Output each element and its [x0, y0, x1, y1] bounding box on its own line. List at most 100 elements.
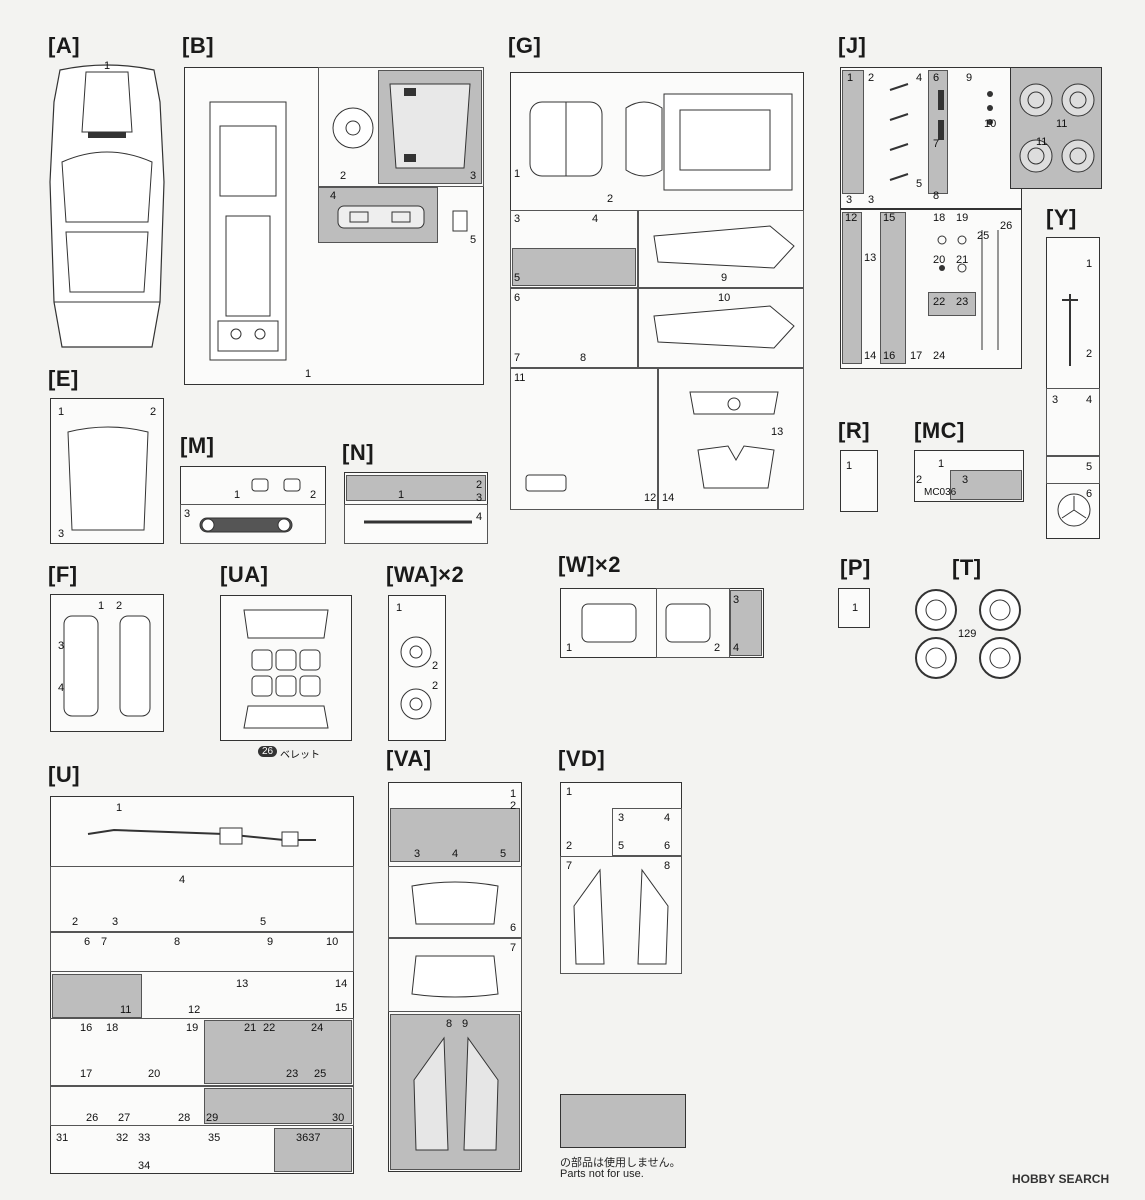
- group-label-n: [N]: [342, 440, 375, 465]
- part-number: 13: [771, 426, 784, 438]
- decal-sheet-code: MC036: [924, 487, 957, 498]
- part-number: 5: [500, 848, 507, 860]
- part-number: 7: [933, 138, 940, 150]
- part-number: 6: [664, 840, 671, 852]
- group-label-j: [J]: [838, 33, 867, 58]
- legend-text-en: Parts not for use.: [560, 1168, 644, 1180]
- part-number: 19: [186, 1022, 199, 1034]
- part-number: 4: [452, 848, 459, 860]
- part-number: 21: [244, 1022, 257, 1034]
- runner-va-unused: [390, 808, 520, 862]
- part-number: 2: [916, 474, 923, 486]
- runner-g-cell: [638, 210, 804, 288]
- watermark-logo: HOBBY SEARCH: [1012, 1172, 1110, 1186]
- legend-unused-swatch: [560, 1094, 686, 1148]
- runner-m-cell: [180, 504, 326, 544]
- runner-va-unused: [390, 1014, 520, 1170]
- runner-n-unused: [346, 475, 486, 501]
- part-number: 3: [58, 528, 65, 540]
- part-number: 1: [938, 458, 945, 470]
- part-number: 2: [476, 479, 483, 491]
- part-number: 1: [510, 788, 517, 800]
- part-number: 16: [80, 1022, 93, 1034]
- part-number: 1: [566, 642, 573, 654]
- group-label-vd: [VD]: [558, 746, 606, 771]
- part-number: 1: [396, 602, 403, 614]
- part-number: 5: [470, 234, 477, 246]
- part-g-dashboard: [689, 391, 779, 415]
- part-number: 18: [933, 212, 946, 224]
- part-m-grille: [199, 517, 293, 533]
- group-label-p: [P]: [840, 555, 871, 580]
- part-number: 8: [933, 190, 940, 202]
- group-label-w: [W]×2: [558, 552, 621, 577]
- part-number: 3: [58, 640, 65, 652]
- part-number: 12: [845, 212, 858, 224]
- runner-g-unused: [512, 248, 636, 286]
- part-number: 2: [72, 916, 79, 928]
- part-number: 2: [150, 406, 157, 418]
- part-number: 24: [933, 350, 946, 362]
- part-number: 16: [883, 350, 896, 362]
- part-number: 35: [208, 1132, 221, 1144]
- runner-mc-unused: [950, 470, 1022, 500]
- part-number: 11: [1036, 136, 1048, 148]
- part-b-bumper: [337, 205, 425, 229]
- part-number: 7: [514, 352, 521, 364]
- runner-u-row: [50, 866, 354, 932]
- runner-va-cell: [388, 866, 522, 938]
- part-number: 3: [414, 848, 421, 860]
- part-number: 3: [470, 170, 477, 182]
- part-number: 10: [718, 292, 731, 304]
- part-number: 1: [514, 168, 521, 180]
- runner-w-cell: [656, 588, 730, 658]
- part-number: 1: [305, 368, 312, 380]
- part-number: 3: [846, 194, 853, 206]
- part-b-hood: [389, 83, 471, 169]
- part-number: 24: [311, 1022, 324, 1034]
- part-number: 19: [956, 212, 969, 224]
- part-number: 4: [476, 511, 483, 523]
- part-number: 1: [58, 406, 65, 418]
- group-label-ua: [UA]: [220, 562, 269, 587]
- runner-u-row: [50, 1018, 354, 1086]
- part-u-exhaust: [87, 827, 316, 847]
- part-number: 4: [58, 682, 65, 694]
- part-g-door-panel-10: [653, 305, 795, 349]
- part-number: 1: [1086, 258, 1093, 270]
- part-number: 5: [514, 272, 521, 284]
- part-number: 4: [916, 72, 923, 84]
- part-number: 6: [1086, 488, 1093, 500]
- runner-vd-cell: [612, 808, 682, 856]
- part-number: 2: [714, 642, 721, 654]
- runner-p: [838, 588, 870, 628]
- part-number: 6: [933, 72, 940, 84]
- part-number: 4: [1086, 394, 1093, 406]
- runner-u-row: [50, 1086, 354, 1126]
- runner-j-unused: [928, 292, 976, 316]
- part-b-wheel: [332, 107, 374, 149]
- part-number: 9: [267, 936, 274, 948]
- part-number: 2: [310, 489, 317, 501]
- part-number: 3: [184, 508, 191, 520]
- part-number: 1: [847, 72, 854, 84]
- part-number: 8: [664, 860, 671, 872]
- runner-u-unused: [204, 1020, 352, 1084]
- part-number: 12: [644, 492, 657, 504]
- part-number: 3: [1052, 394, 1059, 406]
- part-number: 10: [326, 936, 339, 948]
- runner-y-cell: [1046, 388, 1100, 456]
- part-number: 4: [179, 874, 186, 886]
- part-number: 11: [514, 372, 526, 384]
- group-label-m: [M]: [180, 433, 215, 458]
- part-number: 21: [956, 254, 969, 266]
- part-number: 1: [852, 602, 859, 614]
- part-number: 20: [933, 254, 946, 266]
- part-number: 3: [112, 916, 119, 928]
- part-number: 31: [56, 1132, 69, 1144]
- part-j-brake-discs: [1019, 83, 1095, 173]
- part-number: 2: [607, 193, 614, 205]
- part-number: 9: [966, 72, 973, 84]
- part-number: 7: [101, 936, 108, 948]
- part-number: 26: [86, 1112, 99, 1124]
